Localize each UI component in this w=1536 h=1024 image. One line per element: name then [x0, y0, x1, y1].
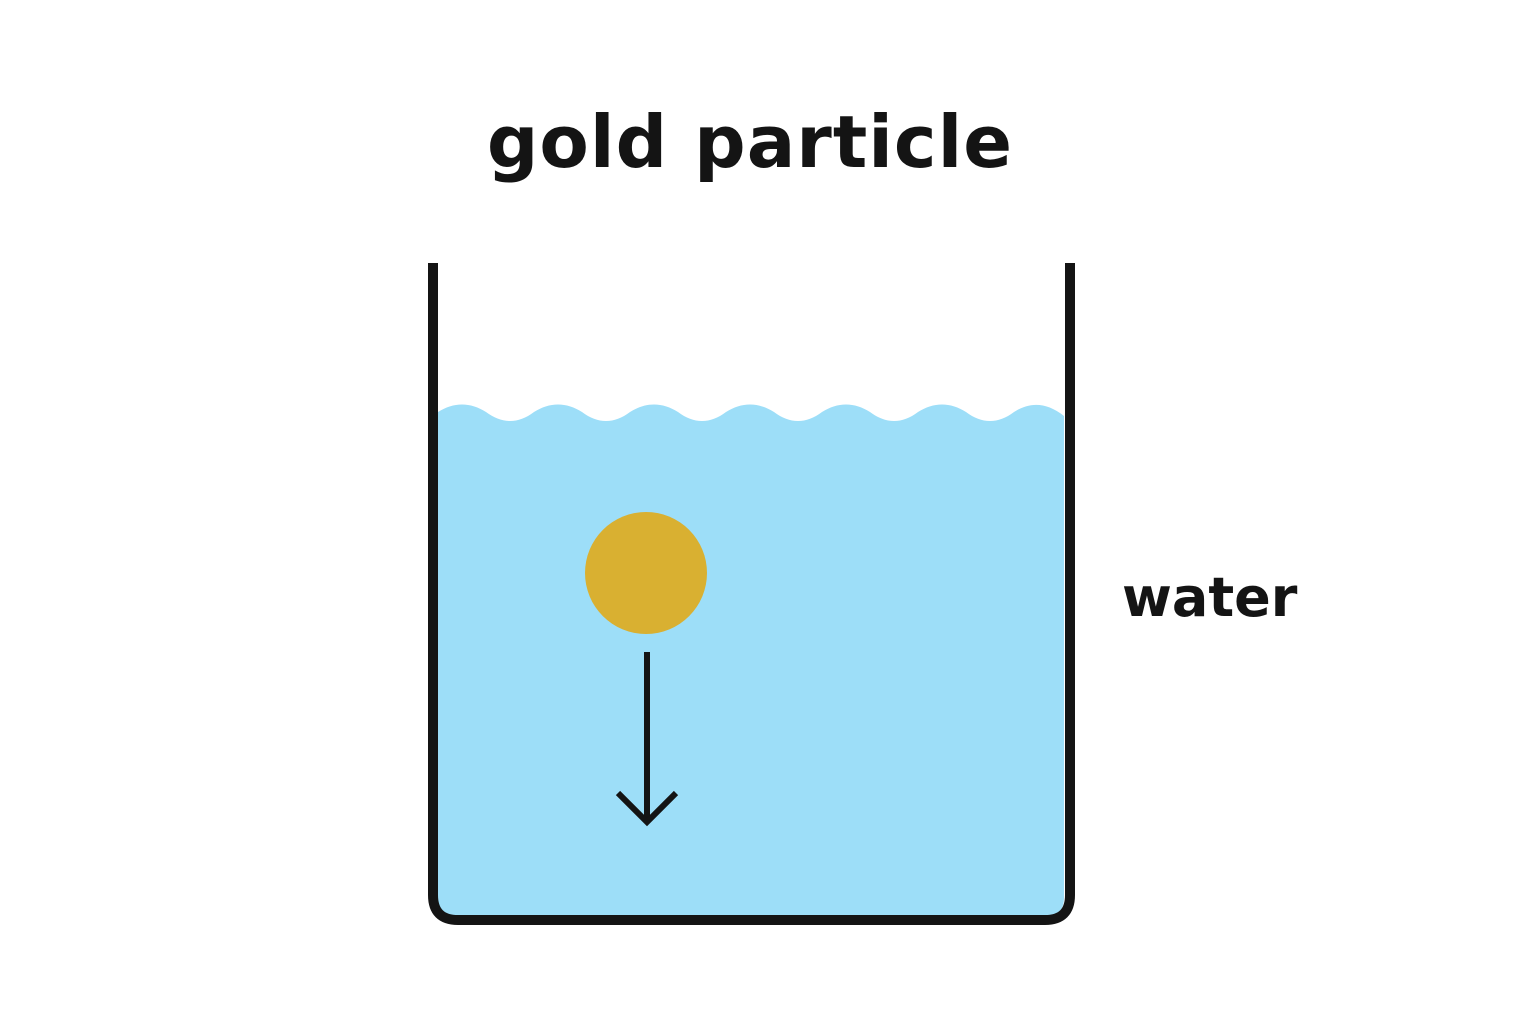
- gold-particle: [585, 512, 707, 634]
- diagram-title: gold particle: [486, 100, 1014, 184]
- beaker-outline: [428, 263, 1075, 925]
- water-label: water: [1122, 566, 1298, 629]
- water-body: [438, 404, 1064, 915]
- down-arrow-icon: [615, 652, 679, 827]
